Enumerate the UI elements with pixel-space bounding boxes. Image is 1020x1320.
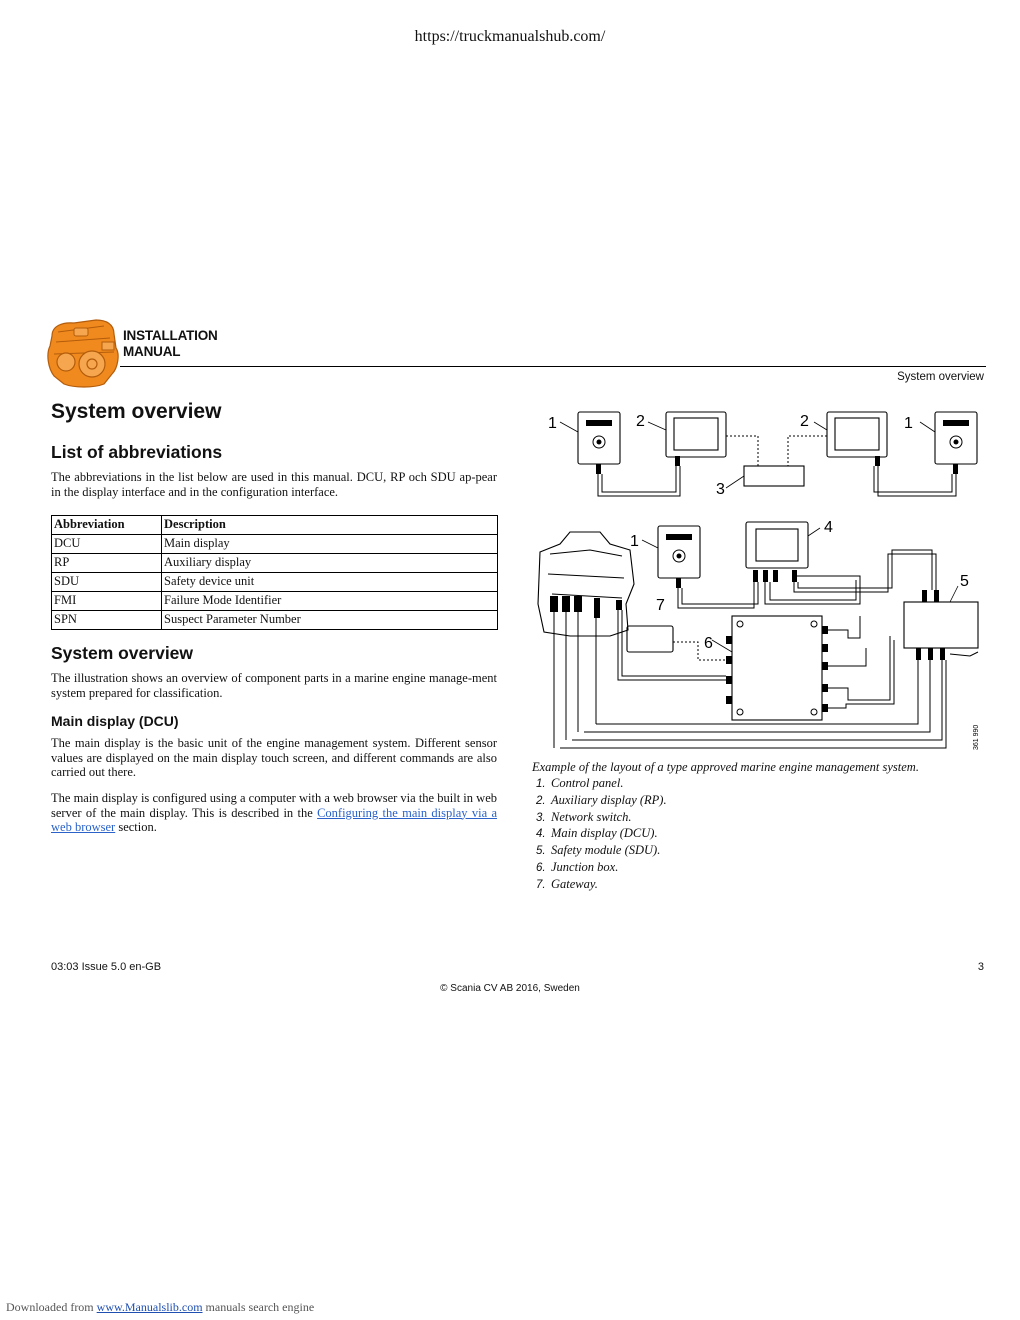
manualslib-link[interactable]: www.Manualslib.com [96, 1300, 203, 1314]
callout-6: 6 [704, 635, 713, 652]
overview-heading: System overview [51, 643, 194, 663]
description-cell: Failure Mode Identifier [161, 591, 498, 611]
system-layout-diagram: 1 2 2 1 3 1 4 5 7 6 361 990 [537, 411, 980, 750]
legend-text: Safety module (SDU). [551, 843, 661, 858]
callout-1-left: 1 [548, 415, 557, 432]
legend-item: 3. Network switch. [536, 810, 667, 827]
description-cell: Safety device unit [161, 572, 498, 592]
abbreviation-cell: RP [51, 553, 162, 573]
callout-4: 4 [824, 519, 833, 536]
document-issue: 03:03 Issue 5.0 en-GB [51, 961, 162, 973]
legend-number: 3. [536, 811, 546, 824]
page-title: System overview [51, 400, 222, 423]
description-cell: Auxiliary display [161, 553, 498, 573]
scania-engine-logo [47, 319, 119, 388]
legend-item: 5. Safety module (SDU). [536, 843, 667, 860]
legend-number: 1. [536, 778, 546, 790]
callout-1-right: 1 [904, 415, 913, 432]
callout-5: 5 [960, 573, 969, 590]
manual-title-line2: MANUAL [123, 344, 181, 359]
callout-2-left: 2 [636, 413, 645, 430]
legend-number: 4. [536, 828, 546, 841]
main-display-para1: The main display is the basic unit of th… [51, 736, 497, 779]
main-display-heading: Main display (DCU) [51, 713, 179, 729]
legend-item: 7. Gateway. [536, 877, 667, 894]
copyright: © Scania CV AB 2016, Sweden [440, 983, 580, 994]
figure-id: 361 990 [973, 725, 980, 750]
legend-text: Junction box. [551, 859, 619, 874]
table-header-row: Abbreviation Description [51, 515, 498, 535]
legend-item: 6. Junction box. [536, 860, 667, 877]
manual-title: INSTALLATION MANUAL [123, 328, 218, 360]
legend-text: Gateway. [551, 876, 598, 891]
para2-text-after: section. [115, 820, 157, 834]
figure-legend: 1. Control panel. 2. Auxiliary display (RP… [536, 776, 667, 894]
figure-caption: Example of the layout of a type approved… [532, 760, 919, 774]
abbreviation-cell: SPN [51, 610, 162, 630]
page-number: 3 [977, 961, 984, 973]
legend-item: 2. Auxiliary display (RP). [536, 793, 667, 810]
main-display-para2: The main display is configured using a c… [51, 791, 497, 835]
source-url[interactable]: https://truckmanualshub.com/ [414, 28, 606, 45]
legend-text: Main display (DCU). [551, 826, 658, 841]
legend-item: 1. Control panel. [536, 776, 667, 793]
legend-text: Network switch. [551, 809, 632, 824]
legend-number: 7. [536, 878, 546, 891]
configuring-main-display-link[interactable]: Configuring the main display via a web b… [51, 805, 497, 835]
callout-2-right: 2 [800, 413, 809, 430]
legend-item: 4. Main display (DCU). [536, 826, 667, 843]
running-head: System overview [897, 371, 984, 383]
legend-number: 6. [536, 861, 546, 874]
legend-text: Control panel. [551, 776, 624, 790]
legend-number: 2. [536, 794, 546, 807]
header-divider [120, 366, 986, 367]
description-cell: Main display [161, 534, 498, 554]
callout-3: 3 [716, 481, 725, 498]
abbreviations-heading: List of abbreviations [51, 442, 223, 462]
download-note-suffix: manuals search engine [202, 1300, 315, 1314]
legend-text: Auxiliary display (RP). [551, 792, 667, 807]
para2-text-before: The main display is configured using a c… [51, 791, 497, 820]
overview-text: The illustration shows an overview of co… [51, 671, 497, 700]
abbreviation-cell: DCU [51, 534, 162, 554]
column-header-description: Description [161, 515, 498, 535]
download-note-prefix: Downloaded from [6, 1300, 97, 1314]
legend-number: 5. [536, 845, 546, 858]
description-cell: Suspect Parameter Number [161, 610, 498, 630]
column-header-abbreviation: Abbreviation [51, 515, 162, 535]
abbreviation-cell: SDU [51, 572, 162, 592]
callout-7: 7 [656, 597, 665, 614]
download-note: Downloaded from www.Manualslib.com manua… [6, 1300, 314, 1315]
abbreviation-cell: FMI [51, 591, 162, 611]
manual-title-line1: INSTALLATION [123, 328, 218, 343]
abbreviations-intro: The abbreviations in the list below are … [51, 470, 497, 499]
callout-1-middle: 1 [630, 533, 639, 550]
